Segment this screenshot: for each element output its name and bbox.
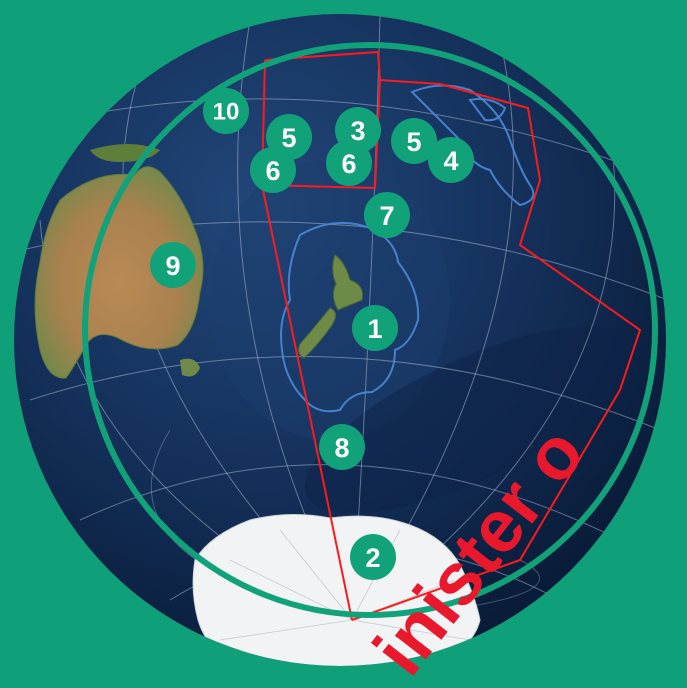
marker-label: 4 [443,146,458,176]
marker-label: 6 [341,149,356,179]
marker-label: 9 [165,251,180,281]
globe [14,14,666,666]
marker-label: 3 [350,116,365,146]
marker-circle [350,534,396,580]
region-marker-2[interactable]: 2 [350,534,396,580]
region-marker-8[interactable]: 8 [319,424,365,470]
nz-north-island [332,254,363,311]
region-marker-9[interactable]: 9 [150,242,196,288]
marker-circle [391,118,437,164]
marker-circle [250,147,296,193]
marker-circle [364,192,410,238]
marker-label: 8 [334,433,349,463]
region-marker-4[interactable]: 4 [428,137,474,183]
zone-ring [82,42,658,618]
marker-circle [352,305,398,351]
marker-label: 7 [379,201,394,231]
marker-circle [319,424,365,470]
marker-circle [428,137,474,183]
marker-label: 5 [406,127,421,157]
nz-south-island [298,307,336,359]
region-marker-7[interactable]: 7 [364,192,410,238]
marker-circle [150,242,196,288]
marker-circle [203,88,249,134]
marker-label: 10 [213,99,240,126]
marker-circle [326,140,372,186]
region-marker-6[interactable]: 6 [326,140,372,186]
australia-landmass [34,166,204,379]
region-marker-1[interactable]: 1 [352,305,398,351]
tasmania [180,358,200,377]
ocean-ridge [304,326,636,514]
marker-label: 5 [281,123,296,153]
marker-label: 2 [365,543,380,573]
marker-label: 6 [265,156,280,186]
region-marker-5[interactable]: 5 [391,118,437,164]
region-marker-6[interactable]: 6 [250,147,296,193]
marker-label: 1 [367,314,382,344]
region-marker-10[interactable]: 10 [203,88,249,134]
